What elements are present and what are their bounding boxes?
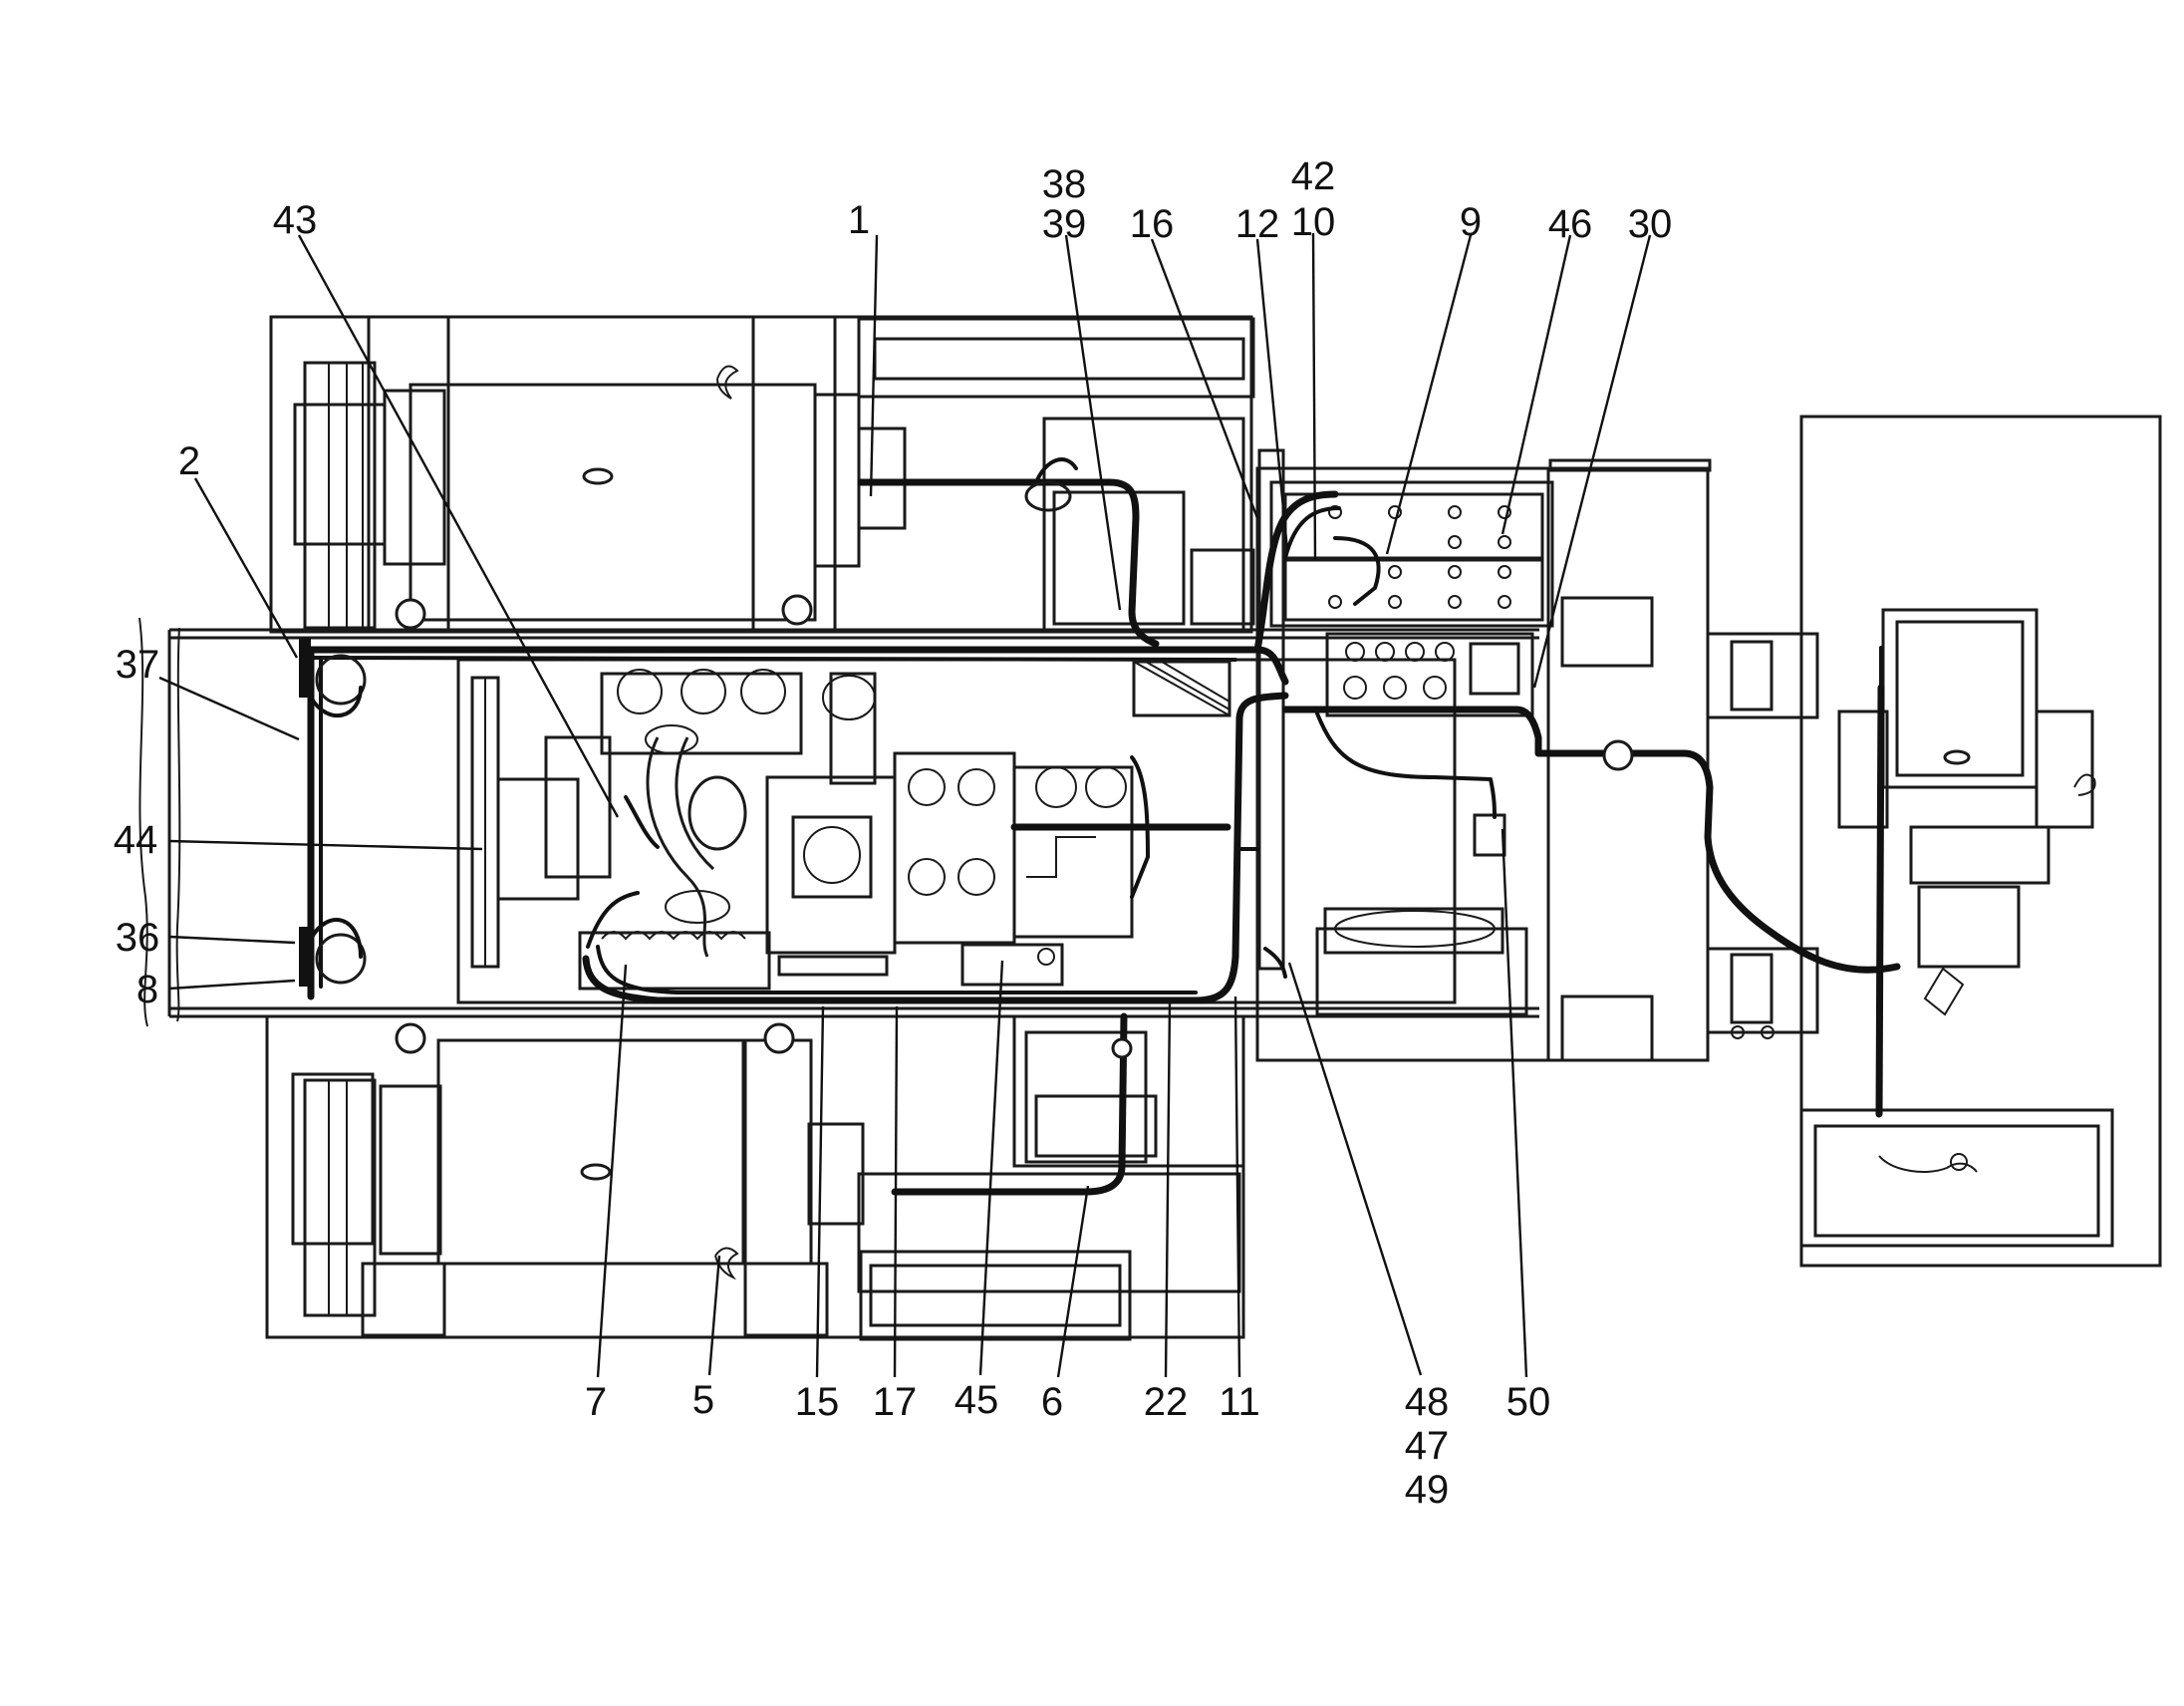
frame-rails [138, 617, 1539, 1027]
callout-48: 48 [1405, 1380, 1450, 1424]
callout-46: 46 [1548, 202, 1593, 246]
callout-43: 43 [273, 198, 318, 242]
callout-39: 39 [1042, 202, 1087, 246]
callout-49: 49 [1405, 1468, 1450, 1512]
callout-30: 30 [1628, 202, 1673, 246]
callout-11: 11 [1219, 1380, 1260, 1424]
callout-12: 12 [1235, 202, 1280, 246]
lower-motor-unit [265, 1014, 1245, 1341]
callout-50: 50 [1506, 1380, 1551, 1424]
callout-15: 15 [795, 1380, 840, 1424]
callout-37: 37 [116, 643, 160, 687]
cable-harness [299, 457, 1901, 1196]
callout-5: 5 [692, 1378, 714, 1422]
control-box [1255, 458, 1712, 1062]
callout-2: 2 [178, 439, 200, 483]
callout-8: 8 [136, 968, 158, 1011]
callout-42: 42 [1291, 154, 1336, 198]
callout-labels: 43 1 38 39 16 12 42 10 9 46 30 2 37 44 3… [114, 154, 1673, 1512]
callout-9: 9 [1460, 200, 1482, 244]
equipment-outlines [138, 315, 2162, 1341]
callout-36: 36 [116, 916, 160, 960]
drive-coupling [1706, 632, 1819, 1039]
callout-10: 10 [1291, 200, 1336, 244]
remote-unit [1799, 415, 2162, 1268]
callout-22: 22 [1144, 1380, 1189, 1424]
upper-motor-unit [269, 315, 1255, 634]
callout-45: 45 [955, 1378, 999, 1422]
leader-lines [158, 232, 1652, 1378]
callout-47: 47 [1405, 1424, 1450, 1468]
callout-1: 1 [848, 198, 870, 242]
diesel-engine [456, 448, 1528, 1016]
callout-7: 7 [585, 1380, 607, 1424]
callout-17: 17 [873, 1380, 918, 1424]
callout-6: 6 [1041, 1380, 1063, 1424]
callout-38: 38 [1042, 162, 1087, 206]
callout-16: 16 [1130, 202, 1175, 246]
callout-44: 44 [114, 818, 158, 862]
